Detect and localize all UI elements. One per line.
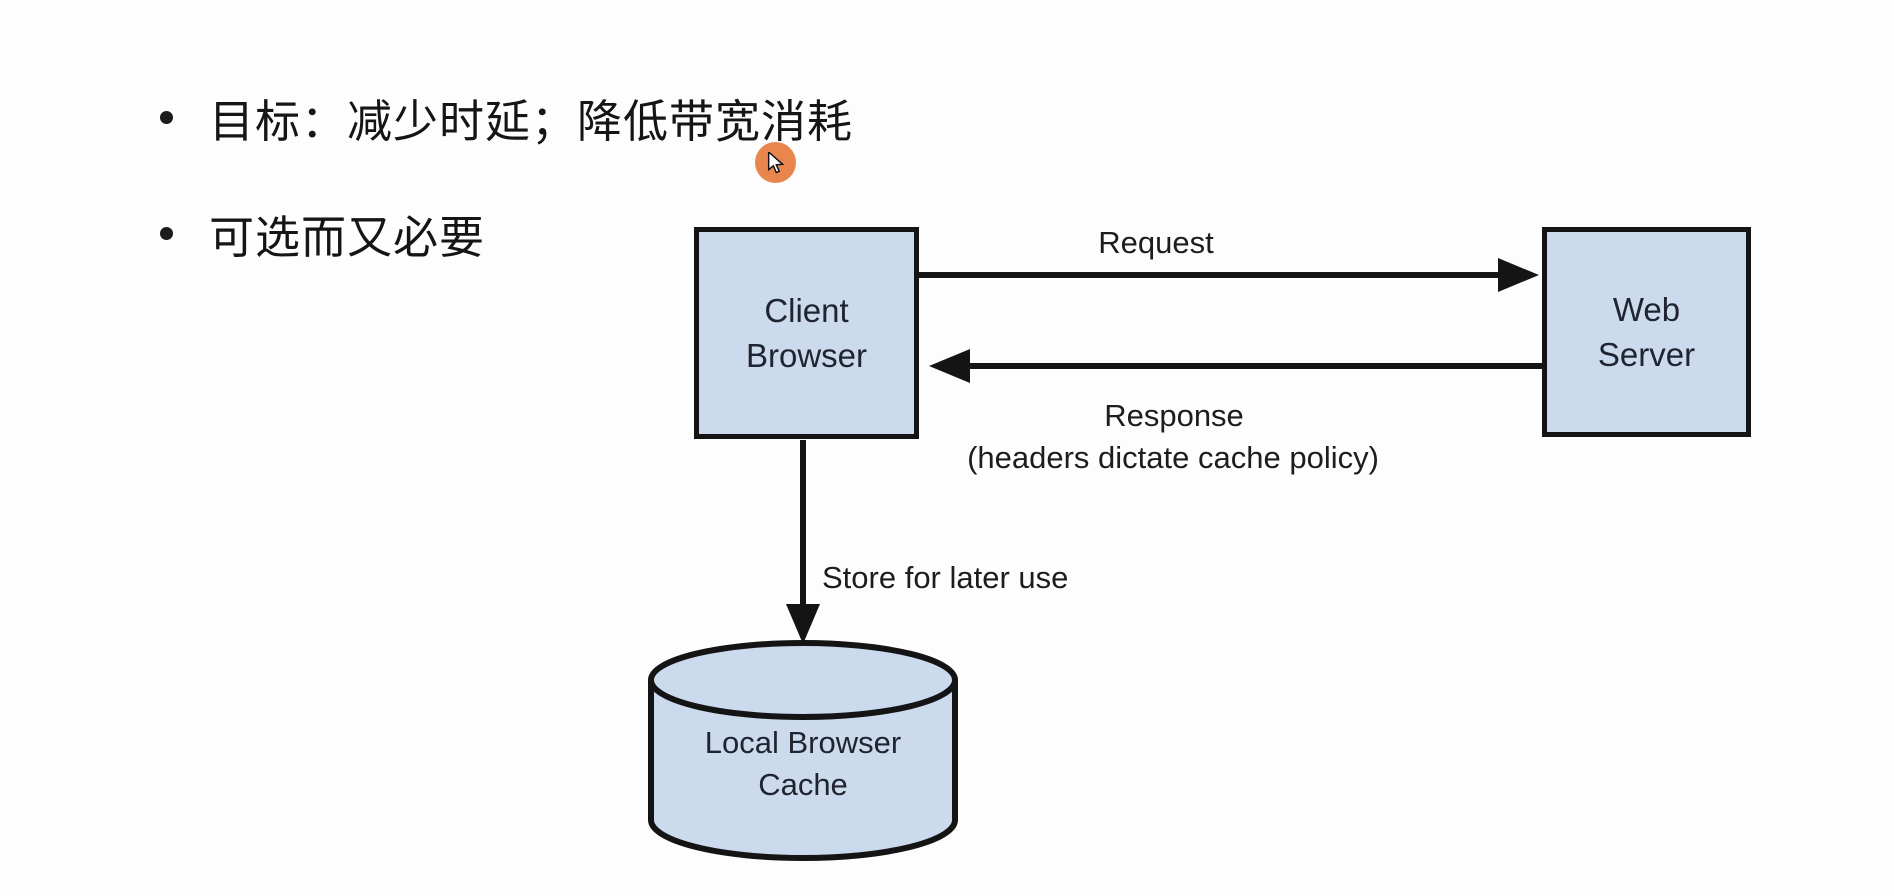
web-server-label-line2: Server	[1597, 336, 1696, 373]
node-web-server: Web Server	[1542, 227, 1751, 437]
client-browser-label-line1: Client	[764, 292, 849, 329]
mouse-pointer-icon	[767, 152, 785, 174]
node-client-browser: Client Browser	[694, 227, 919, 439]
bullet-dot	[160, 111, 173, 124]
bullet-item-optional: 可选而又必要	[160, 201, 485, 266]
response-label: Response	[1104, 398, 1244, 433]
response-arrowhead	[929, 349, 970, 383]
bullet-text-optional: 可选而又必要	[209, 212, 486, 263]
request-arrowhead	[1498, 258, 1539, 292]
cursor-highlight	[755, 142, 796, 183]
local-cache-label-line2: Cache	[758, 767, 848, 802]
database-cylinder-icon	[648, 640, 958, 861]
bullet-item-goal: 目标：减少时延；降低带宽消耗	[160, 85, 853, 150]
local-cache-label-line1: Local Browser	[704, 725, 902, 760]
bullet-text-goal: 目标：减少时延；降低带宽消耗	[209, 96, 854, 147]
node-local-browser-cache	[645, 638, 961, 864]
local-cache-label: Local Browser Cache	[645, 722, 961, 806]
response-sublabel: (headers dictate cache policy)	[967, 440, 1379, 475]
store-label: Store for later use	[822, 560, 1069, 595]
request-label: Request	[1098, 225, 1214, 260]
client-browser-label-line2: Browser	[745, 337, 868, 374]
web-server-label-line1: Web	[1612, 291, 1681, 328]
bullet-dot	[160, 227, 173, 240]
